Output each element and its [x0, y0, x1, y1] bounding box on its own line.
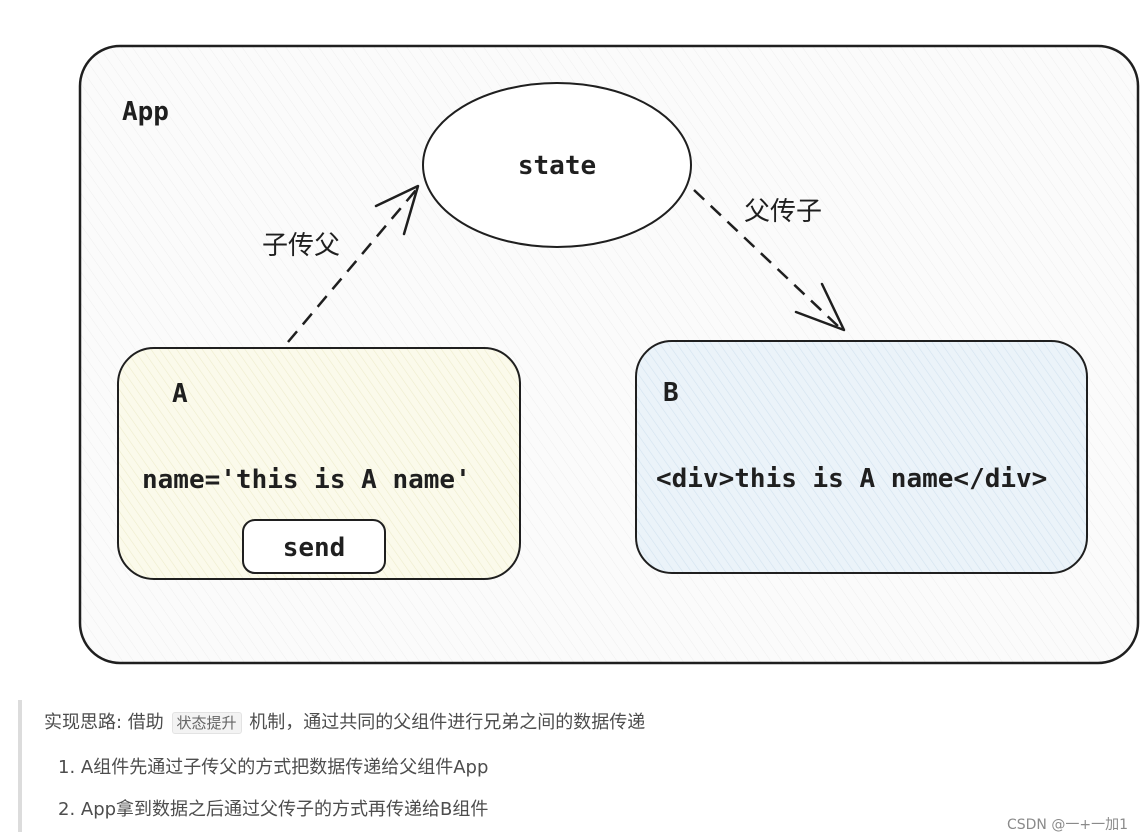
description-prefix: 实现思路: 借助 — [44, 712, 164, 733]
child-to-parent-arrow — [287, 189, 417, 343]
steps-list: 1. A组件先通过子传父的方式把数据传递给父组件App 2. App拿到数据之后… — [58, 756, 488, 840]
child-to-parent-label: 子传父 — [262, 231, 340, 261]
component-b-label: B — [663, 378, 679, 408]
parent-to-child-arrowhead — [794, 282, 846, 332]
description-suffix: 机制，通过共同的父组件进行兄弟之间的数据传递 — [249, 712, 646, 733]
component-b — [635, 340, 1088, 574]
state-label: state — [518, 151, 596, 181]
step-item: 1. A组件先通过子传父的方式把数据传递给父组件App — [58, 757, 489, 778]
parent-to-child-label: 父传子 — [744, 197, 822, 227]
description-line: 实现思路: 借助 状态提升 机制，通过共同的父组件进行兄弟之间的数据传递 — [44, 708, 645, 734]
component-a-label: A — [172, 379, 188, 409]
diagram: App state 子传父 父传子 A name='this is A name… — [78, 44, 1140, 665]
child-to-parent-arrowhead — [374, 184, 420, 236]
component-b-code: <div>this is A name</div> — [656, 464, 1047, 494]
send-button-label: send — [283, 533, 346, 563]
component-a — [117, 347, 521, 580]
app-label: App — [122, 97, 169, 127]
csdn-watermark: CSDN @一+一加1 — [1006, 817, 1128, 833]
send-button[interactable]: send — [242, 519, 386, 574]
component-a-code: name='this is A name' — [142, 465, 471, 495]
state-node — [422, 82, 692, 248]
step-item: 2. App拿到数据之后通过父传子的方式再传递给B组件 — [58, 799, 489, 820]
description-quote: 实现思路: 借助 状态提升 机制，通过共同的父组件进行兄弟之间的数据传递 — [18, 700, 1118, 832]
parent-to-child-arrow — [693, 189, 841, 329]
state-lifting-code-term: 状态提升 — [171, 712, 242, 734]
